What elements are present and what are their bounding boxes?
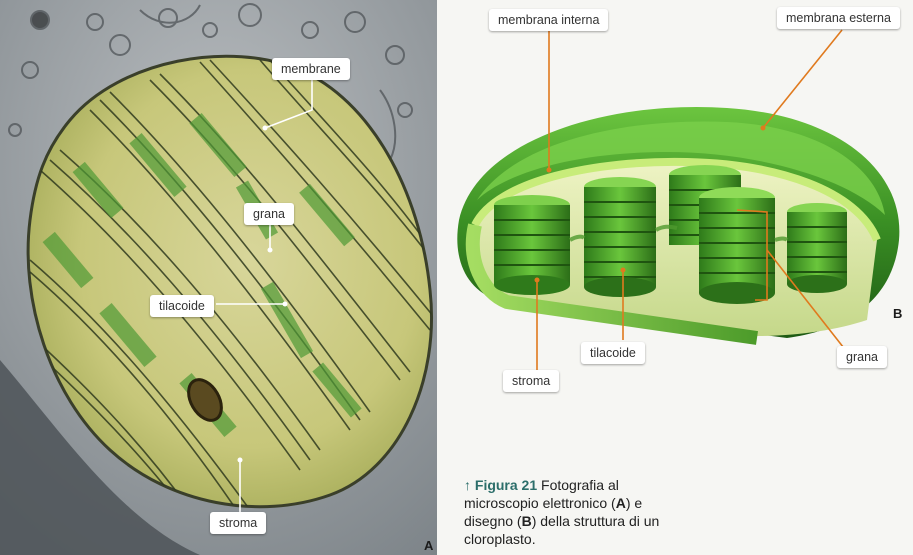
label-tilacoide-a: tilacoide: [150, 295, 214, 317]
leader-membrana-esterna: [763, 30, 842, 128]
panel-letter-a: A: [424, 538, 433, 553]
drawing-panel: membrana interna membrana esterna tilaco…: [437, 0, 913, 555]
label-membrana-interna: membrana interna: [489, 9, 608, 31]
micrograph-image: [0, 0, 437, 555]
caption-figure-number: Figura 21: [475, 477, 537, 493]
label-stroma-a: stroma: [210, 512, 266, 534]
label-grana-a: grana: [244, 203, 294, 225]
caption-letter-b: B: [522, 513, 532, 529]
chloroplast-drawing: [437, 0, 913, 555]
caption-letter-a: A: [616, 495, 626, 511]
label-tilacoide-b: tilacoide: [581, 342, 645, 364]
caption-arrow: ↑: [464, 477, 471, 493]
panel-letter-b: B: [893, 306, 902, 321]
label-membrana-esterna: membrana esterna: [777, 7, 900, 29]
label-stroma-b: stroma: [503, 370, 559, 392]
label-grana-b: grana: [837, 346, 887, 368]
figure-caption: ↑ Figura 21 Fotografia al microscopio el…: [464, 476, 684, 548]
micrograph-panel: membrane grana tilacoide stroma A: [0, 0, 437, 555]
label-membrane: membrane: [272, 58, 350, 80]
